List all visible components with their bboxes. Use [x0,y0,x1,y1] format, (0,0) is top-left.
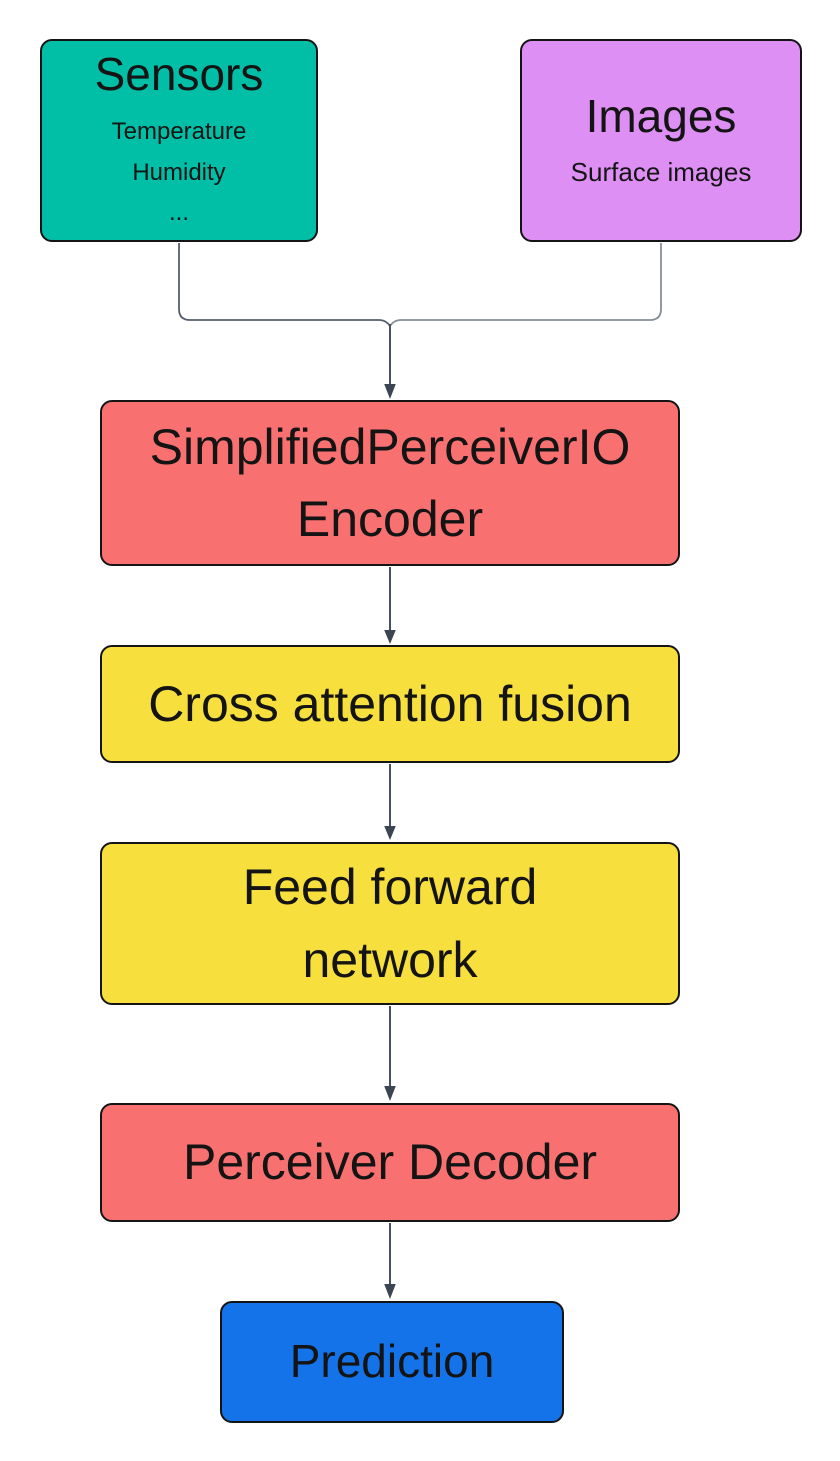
arrowhead-decoder-to-prediction [384,1284,396,1299]
node-perceiver-decoder: Perceiver Decoder [100,1103,680,1222]
node-images-details: Surface images [571,153,752,192]
node-prediction: Prediction [220,1301,564,1423]
node-cross-attention-fusion-label: Cross attention fusion [148,675,632,732]
arrowhead-merge-to-encoder [384,384,396,399]
node-sensors-detail-humidity: Humidity [132,158,226,186]
node-encoder: SimplifiedPerceiverIO Encoder [100,400,680,566]
node-cross-attention-fusion: Cross attention fusion [100,645,680,763]
node-sensors-detail-ellipsis: ... [168,199,189,227]
node-sensors-title: Sensors [94,47,264,100]
node-sensors: Sensors Temperature Humidity ... [40,39,318,242]
node-prediction-label: Prediction [289,1335,495,1388]
node-feed-forward-network-label: Feed forward network [242,859,538,988]
node-encoder-label: SimplifiedPerceiverIO Encoder [149,418,631,548]
node-sensors-detail-temperature: Temperature [111,117,247,145]
node-perceiver-decoder-label: Perceiver Decoder [182,1134,598,1191]
connector-images-to-encoder [389,243,662,327]
node-images: Images Surface images [520,39,802,242]
node-images-title: Images [585,90,737,143]
arrowhead-fusion-to-ffn [384,826,396,840]
node-sensors-details: Temperature Humidity ... [112,112,247,234]
arrowhead-ffn-to-decoder [384,1086,396,1101]
node-feed-forward-network: Feed forward network [100,842,680,1005]
arrowhead-encoder-to-fusion [384,630,396,644]
connector-sensors-to-encoder [178,243,391,327]
node-images-detail-surface: Surface images [570,156,752,187]
